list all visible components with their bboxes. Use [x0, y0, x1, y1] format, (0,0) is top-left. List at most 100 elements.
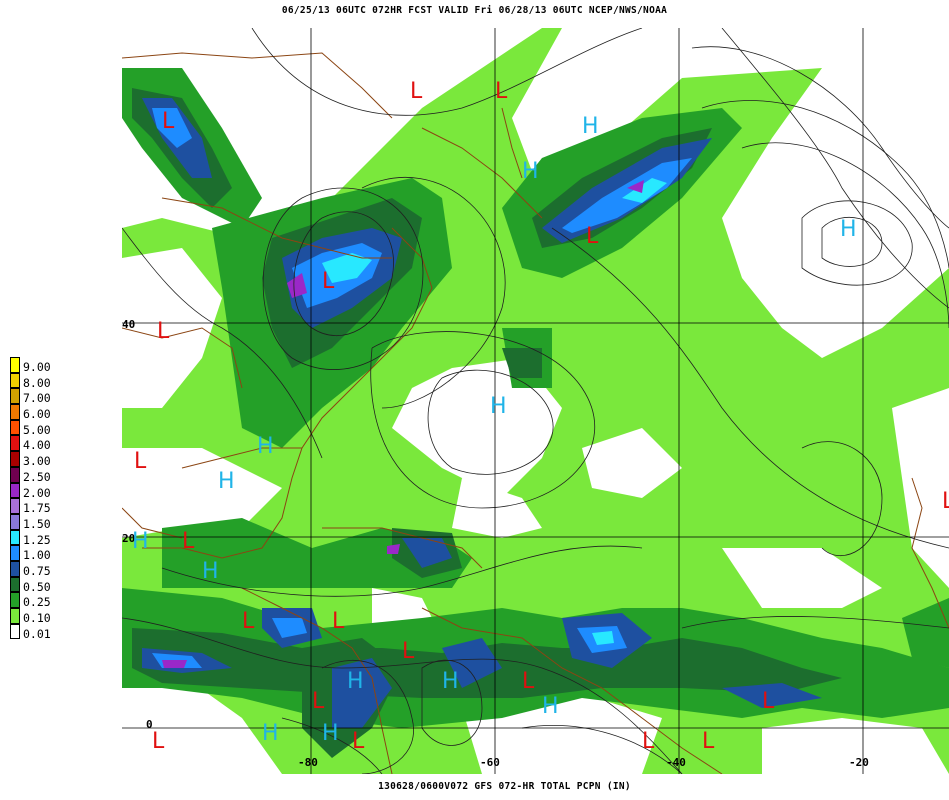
precip-075: [442, 638, 502, 688]
legend-swatch: [10, 451, 20, 467]
low-pressure-center: L: [162, 109, 175, 134]
high-pressure-center: H: [582, 114, 599, 139]
low-pressure-center: L: [586, 224, 599, 249]
border-line: [421, 127, 543, 219]
legend-label: 0.25: [23, 595, 51, 610]
pressure-contours: [122, 28, 949, 774]
legend-swatch: [10, 545, 20, 561]
legend-swatch: [10, 388, 20, 405]
precip-150: [162, 660, 187, 668]
border-line: [181, 447, 302, 469]
dry-area: [582, 428, 682, 498]
dry-area: [122, 448, 282, 538]
legend-swatch: [10, 404, 20, 420]
low-pressure-center: L: [312, 689, 325, 714]
border-line: [501, 107, 523, 179]
legend-swatch: [10, 608, 20, 624]
precip-150: [287, 273, 307, 298]
legend-label: 2.50: [23, 469, 51, 484]
low-pressure-center: L: [242, 609, 255, 634]
dry-area: [392, 358, 562, 498]
dry-area: [762, 718, 949, 774]
high-pressure-center: H: [542, 694, 559, 719]
dry-area: [512, 28, 949, 358]
low-pressure-center: L: [642, 729, 655, 754]
precip-125-areas: [322, 178, 667, 645]
legend-label: 6.00: [23, 407, 51, 422]
legend-label: 7.00: [23, 391, 51, 406]
high-pressure-center: H: [257, 434, 274, 459]
legend-label: 0.01: [23, 626, 51, 641]
low-pressure-center: L: [402, 639, 415, 664]
isobar: [701, 100, 949, 269]
precip-150-areas: [162, 180, 644, 668]
legend-swatch: [10, 419, 20, 436]
isobar: [721, 28, 949, 309]
isobar: [691, 46, 949, 229]
isobar: [551, 227, 949, 549]
isobar: [801, 200, 913, 286]
precip-075: [722, 683, 822, 708]
lat-label-40: 40: [122, 318, 135, 331]
border-line: [421, 607, 723, 774]
lat-lon-grid: [122, 28, 949, 774]
lon-label-40: -40: [666, 756, 686, 769]
low-pressure-center: L: [702, 729, 715, 754]
precip-150: [387, 544, 400, 554]
legend-swatch: [10, 529, 20, 546]
legend-label: 9.00: [23, 360, 51, 374]
low-pressure-center: L: [157, 319, 170, 344]
low-pressure-center: L: [522, 669, 535, 694]
isobar: [741, 142, 949, 329]
legend-swatch: [10, 372, 20, 389]
lat-label-0: 0: [146, 718, 153, 731]
border-line: [142, 227, 433, 559]
legend-label: 1.75: [23, 501, 51, 516]
legend-label: 3.00: [23, 454, 51, 469]
precip-150: [627, 180, 644, 193]
lon-label-80: -80: [298, 756, 318, 769]
precip-075: [332, 658, 392, 728]
legend-swatch: [10, 560, 20, 577]
border-line: [122, 507, 183, 539]
precip-025: [902, 598, 949, 668]
border-line: [322, 527, 483, 569]
lon-label-60: -60: [480, 756, 500, 769]
low-pressure-center: L: [495, 79, 508, 104]
low-pressure-center: L: [352, 729, 365, 754]
grid-labels: 40 20 0 -80 -60 -40 -20: [122, 318, 869, 769]
isobar: [427, 369, 554, 475]
isobar: [681, 616, 949, 629]
legend-swatch: [10, 576, 20, 593]
legend-swatch: [10, 482, 20, 499]
high-pressure-center: H: [522, 159, 539, 184]
legend-label: 1.25: [23, 532, 51, 547]
isobar: [421, 659, 483, 746]
legend-swatch: [10, 513, 20, 530]
legend-swatch: [10, 357, 20, 373]
isobar: [521, 725, 683, 774]
high-pressure-center: H: [322, 721, 339, 746]
legend-label: 0.10: [23, 611, 51, 625]
low-pressure-center: L: [762, 689, 775, 714]
isobar: [293, 211, 394, 337]
map-title: 06/25/13 06UTC 072HR FCST VALID Fri 06/2…: [281, 5, 668, 16]
border-line: [911, 477, 949, 629]
legend-swatch: [10, 623, 20, 640]
low-pressure-center: L: [322, 269, 335, 294]
precip-075: [402, 538, 452, 568]
low-pressure-center: L: [332, 609, 345, 634]
isobar: [801, 441, 883, 557]
isobar: [161, 545, 643, 597]
isobar: [122, 227, 323, 459]
precip-050: [502, 348, 542, 378]
isobar: [370, 331, 595, 509]
dry-area: [122, 668, 282, 774]
isobar: [251, 28, 643, 116]
legend-swatch: [10, 466, 20, 483]
legend-label: 4.00: [23, 438, 51, 453]
legend-label: 1.50: [23, 516, 51, 531]
precip-125: [622, 178, 667, 203]
